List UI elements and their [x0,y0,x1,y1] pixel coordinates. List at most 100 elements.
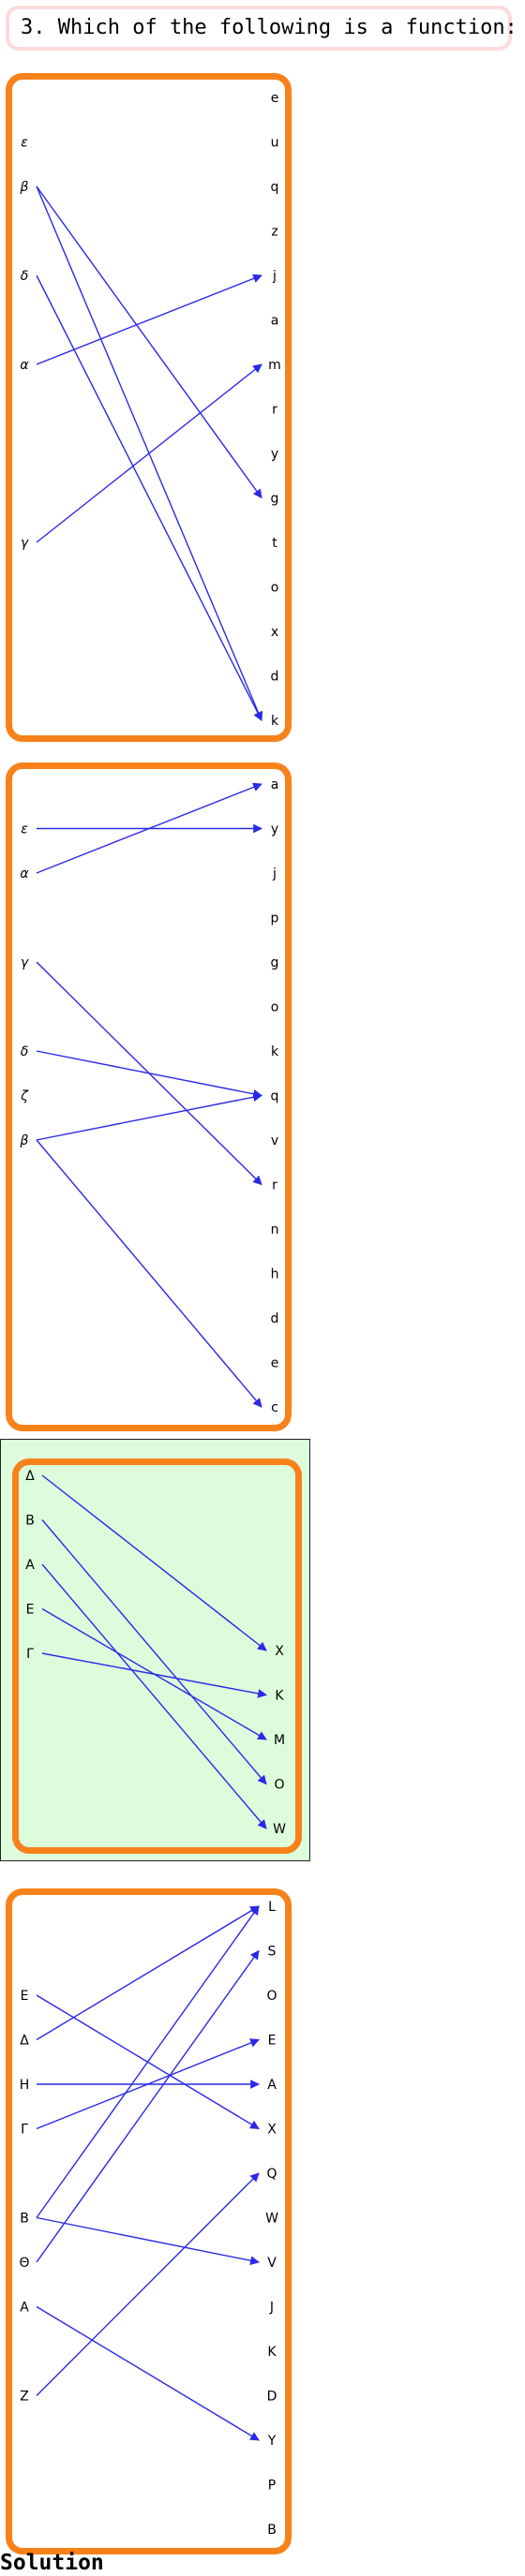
mapping-arrow [36,782,262,874]
option-panel-2[interactable] [6,762,292,1431]
codomain-label: y [271,822,278,837]
domain-label: β [20,180,29,195]
codomain-label: E [268,2034,277,2049]
codomain-label: O [266,1989,277,2004]
codomain-label: v [271,1133,278,1148]
mapping-arrow [36,274,262,365]
codomain-label: Y [267,2434,277,2449]
codomain-label: e [271,91,279,106]
mapping-arrow [36,1050,262,1099]
codomain-label: J [269,2301,274,2316]
codomain-label: k [271,714,279,729]
codomain-label: t [272,536,278,551]
domain-label: Δ [25,1469,35,1484]
domain-label: γ [21,955,29,970]
codomain-label: q [271,180,279,195]
codomain-label: r [272,403,278,418]
codomain-label: D [267,2390,278,2405]
mapping-arrow [36,2216,260,2266]
domain-label: ε [21,822,28,837]
domain-label: α [20,866,29,881]
mapping-arrow [36,1905,260,2041]
codomain-label: X [267,2123,277,2138]
codomain-label: X [275,1644,284,1659]
domain-label: E [21,1989,29,2004]
mapping-arrow [36,2305,260,2441]
option-panel-3[interactable] [12,1458,302,1854]
domain-label: δ [21,269,29,284]
domain-label: Γ [21,2123,28,2138]
codomain-label: o [271,581,279,596]
option-panel-1[interactable] [6,73,292,742]
codomain-label: W [265,2212,278,2227]
codomain-label: x [271,625,278,640]
codomain-label: S [268,1945,277,1960]
codomain-label: W [273,1822,286,1837]
domain-label: Δ [20,2034,29,2049]
codomain-label: n [271,1222,279,1237]
mapping-arrow [41,1474,267,1651]
codomain-label: g [271,955,279,970]
domain-label: β [20,1133,29,1148]
mapping-arrow [41,1563,267,1829]
mapping-arrow [36,363,262,543]
codomain-label: o [271,1000,279,1015]
codomain-label: M [274,1733,285,1748]
domain-label: Z [20,2390,29,2405]
codomain-label: y [271,447,278,462]
codomain-label: a [271,777,279,792]
mapping-arrow [36,2172,260,2396]
codomain-label: Q [266,2167,277,2182]
codomain-label: j [272,269,277,284]
codomain-label: p [271,911,279,926]
codomain-label: r [272,1178,278,1193]
domain-label: B [25,1514,35,1529]
domain-label: E [26,1603,35,1618]
codomain-label: e [271,1356,279,1371]
mapping-arrow [36,1092,262,1141]
domain-label: ζ [20,1089,29,1104]
domain-label: Θ [19,2256,29,2271]
codomain-label: u [271,136,279,151]
mapping-arrow [41,1519,267,1785]
codomain-label: j [272,866,277,881]
codomain-label: q [271,1089,279,1104]
codomain-label: A [267,2078,277,2093]
question-prompt: 3. Which of the following is a function: [6,6,518,51]
codomain-label: g [271,492,279,507]
domain-label: δ [21,1044,29,1059]
codomain-label: z [271,225,278,240]
codomain-label: K [275,1689,284,1704]
domain-label: γ [21,536,29,551]
codomain-label: O [274,1778,284,1793]
codomain-label: d [271,1311,279,1326]
codomain-label: K [267,2345,277,2360]
mapping-arrow [36,1139,262,1408]
domain-label: H [20,2078,30,2093]
solution-heading: Solution [0,2551,104,2575]
domain-label: α [20,358,29,373]
codomain-label: h [271,1267,279,1282]
domain-label: A [20,2301,29,2316]
domain-label: ε [21,136,28,151]
codomain-label: k [271,1044,279,1059]
domain-label: B [20,2212,29,2227]
codomain-label: a [271,314,279,329]
codomain-label: B [267,2523,277,2538]
mapping-arrow [36,1949,260,2263]
option-panel-4[interactable] [6,1888,292,2554]
codomain-label: m [268,358,281,373]
mapping-arrow [36,2038,260,2130]
mapping-arrow [41,1652,267,1698]
mapping-arrow [36,185,262,499]
codomain-label: d [271,670,279,685]
codomain-label: L [268,1900,276,1915]
codomain-label: V [267,2256,277,2271]
domain-label: Γ [26,1647,34,1662]
diagram-option-1: e u q z j a m r y g t o x d k ε β δ α γ [20,91,281,729]
mapping-arrow [36,1905,260,2218]
